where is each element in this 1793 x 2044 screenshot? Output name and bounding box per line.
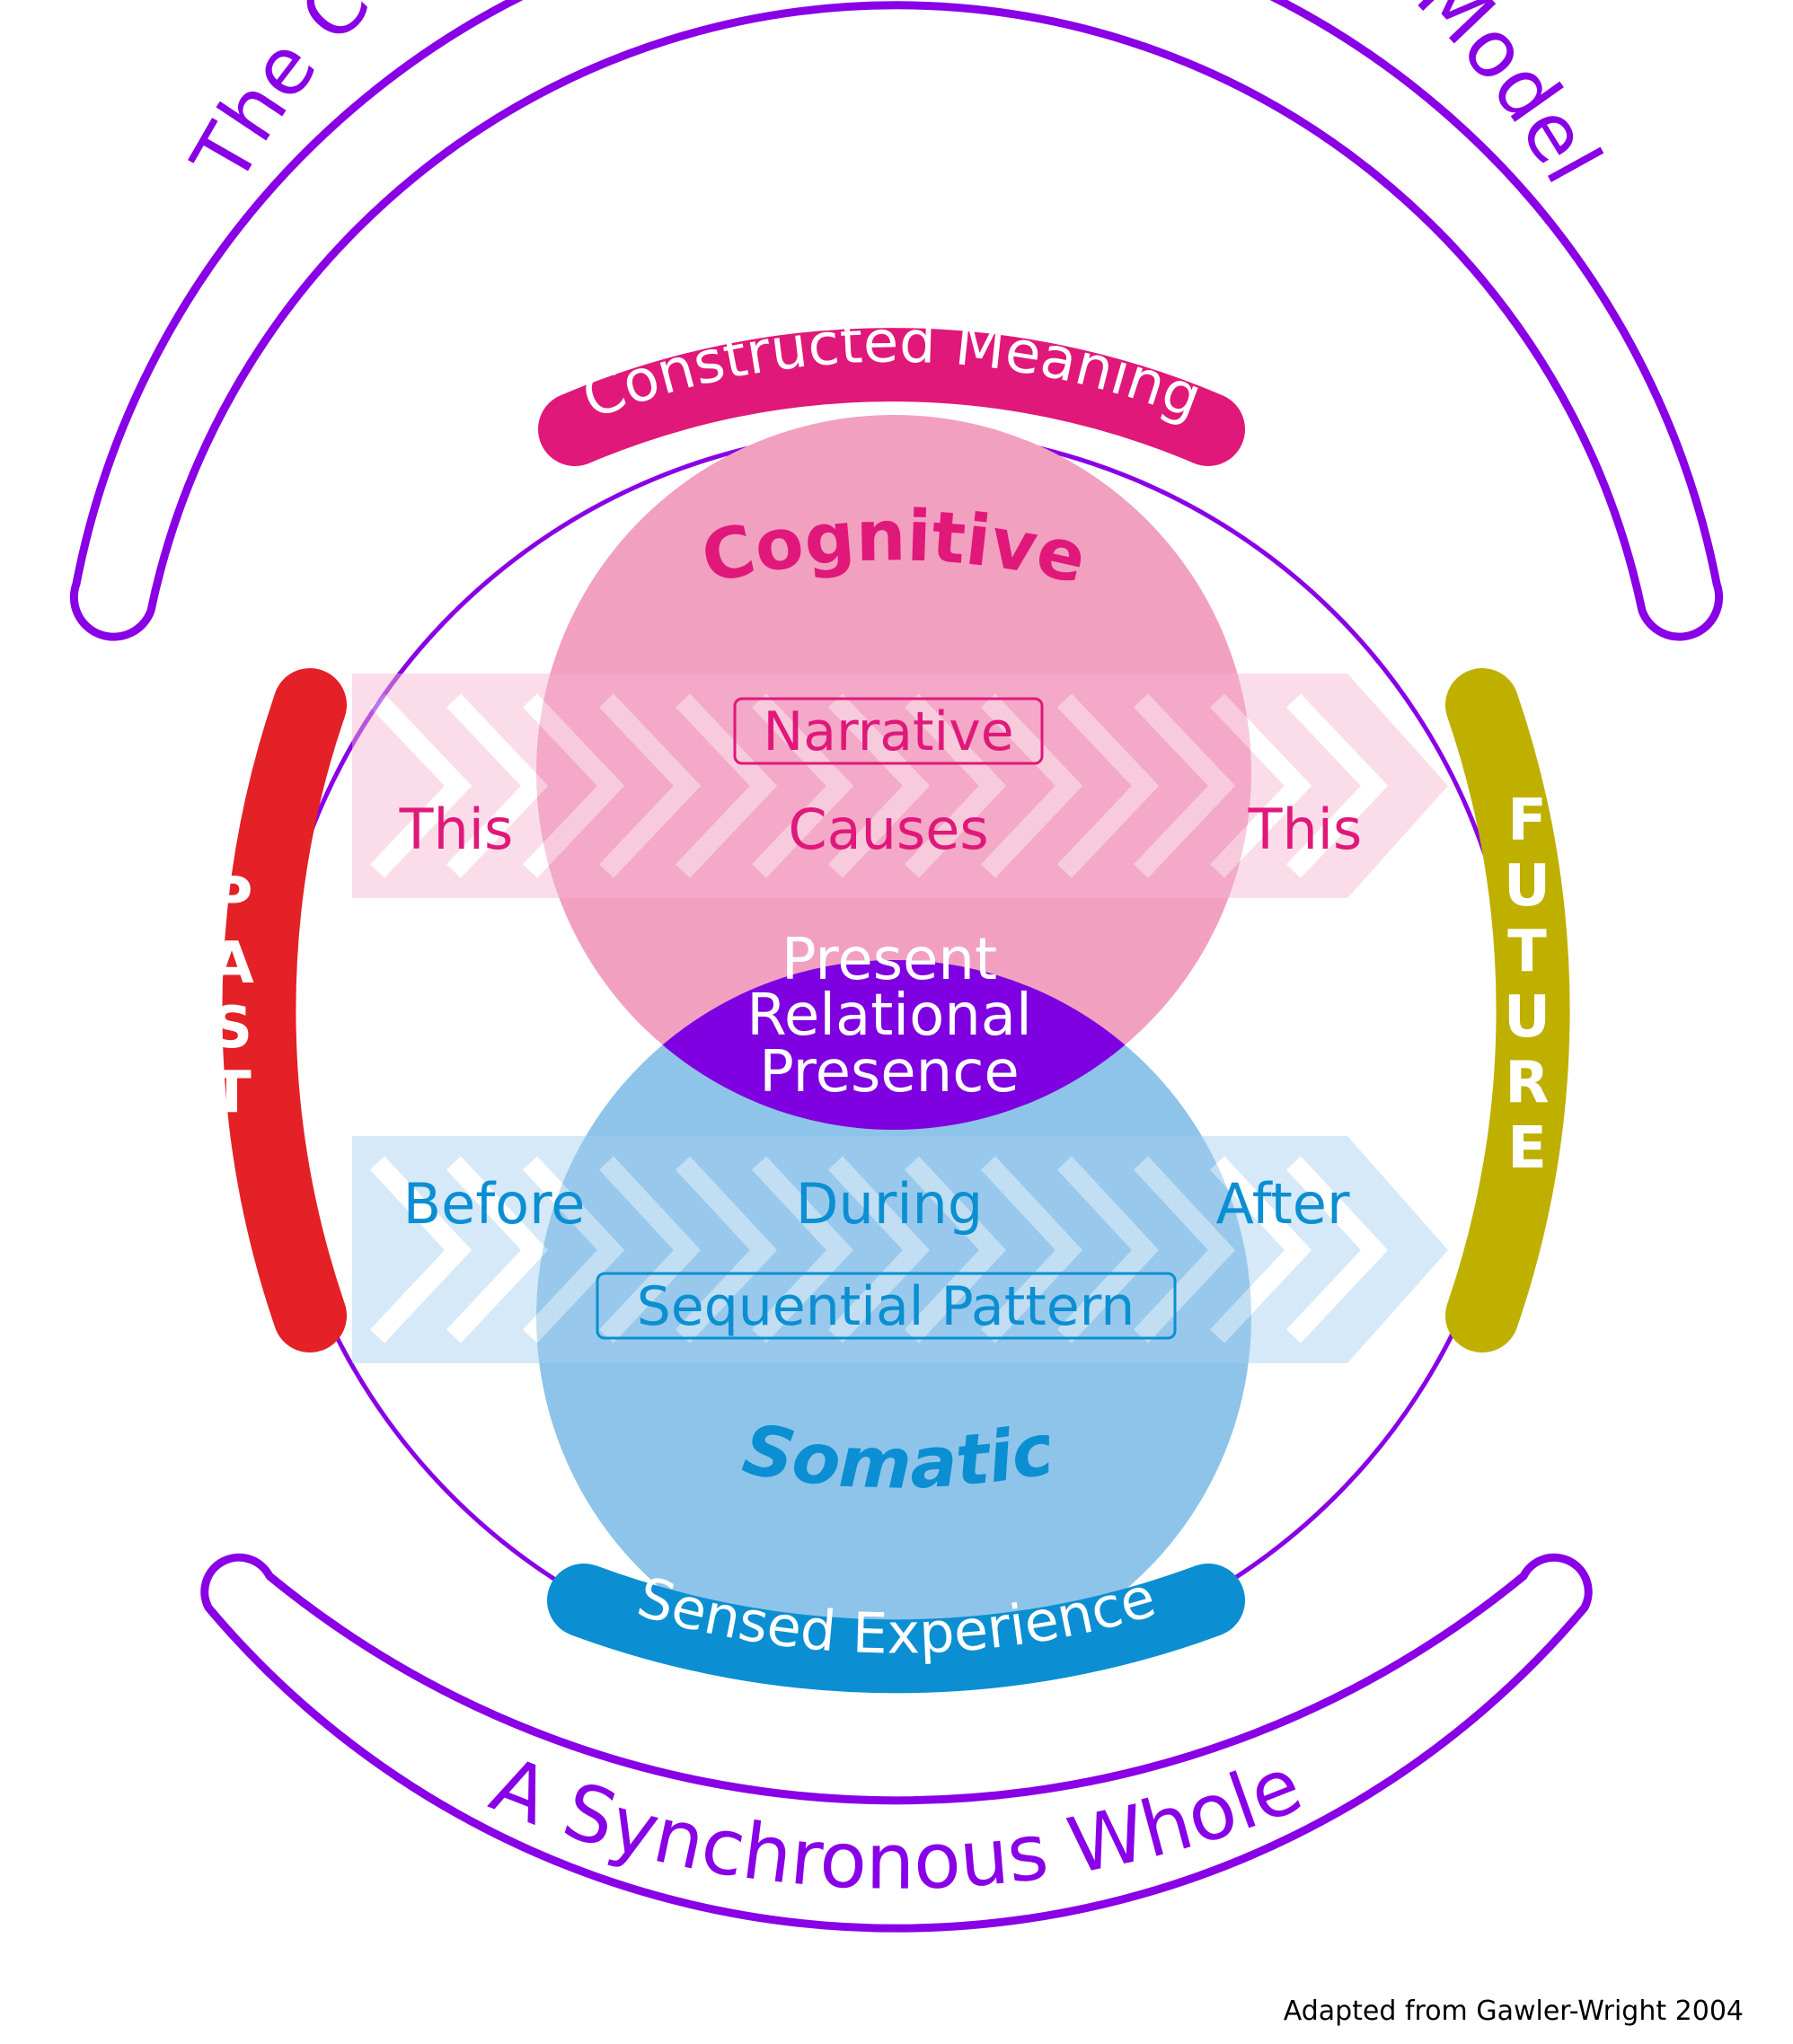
future-letter: U: [1504, 853, 1550, 920]
narrative-box: [733, 697, 1044, 765]
future-letter: E: [1507, 1115, 1547, 1182]
center-line-2: Relational: [746, 982, 1032, 1049]
past-letter: A: [209, 930, 254, 997]
past-bar: [222, 668, 347, 1352]
constructed-meaning-band: [538, 328, 1245, 466]
sensed-experience-band: [547, 1564, 1245, 1694]
title-band-outline: [69, 0, 1724, 641]
future-letter: F: [1507, 788, 1547, 854]
somatic-word-after: After: [1216, 1171, 1350, 1237]
somatic-word-before: Before: [403, 1171, 586, 1237]
sequential-pattern-box: [596, 1272, 1177, 1340]
credit-note: Adapted from Gawler-Wright 2004: [1283, 1996, 1744, 2027]
cognitive-word-causes: Causes: [788, 797, 988, 862]
past-letter: P: [211, 866, 253, 932]
narrative-label: Narrative: [763, 700, 1013, 763]
somatic-circle: [536, 960, 1251, 1675]
cognitive-circle: [536, 415, 1251, 1130]
future-bar: [1445, 668, 1570, 1352]
diagram-title: The Contemporary Psychotherapy Model: [173, 0, 1619, 198]
past-letter: T: [212, 1060, 252, 1126]
sequential-pattern-label: Sequential Pattern: [637, 1275, 1135, 1338]
cognitive-word-this-right: This: [1248, 797, 1363, 862]
somatic-word-during: During: [796, 1171, 983, 1237]
cognitive-arrow-band: [352, 674, 1448, 898]
center-line-1: Present: [782, 927, 997, 993]
future-letter: T: [1507, 919, 1547, 985]
past-letter: S: [211, 995, 252, 1062]
future-letter: U: [1504, 984, 1550, 1051]
subtitle-band-outline: [200, 1553, 1593, 1933]
center-line-3: Presence: [759, 1039, 1020, 1106]
cognitive-word-this-left: This: [399, 797, 514, 862]
future-letter: R: [1505, 1050, 1549, 1116]
somatic-label: Somatic: [738, 1409, 1059, 1505]
